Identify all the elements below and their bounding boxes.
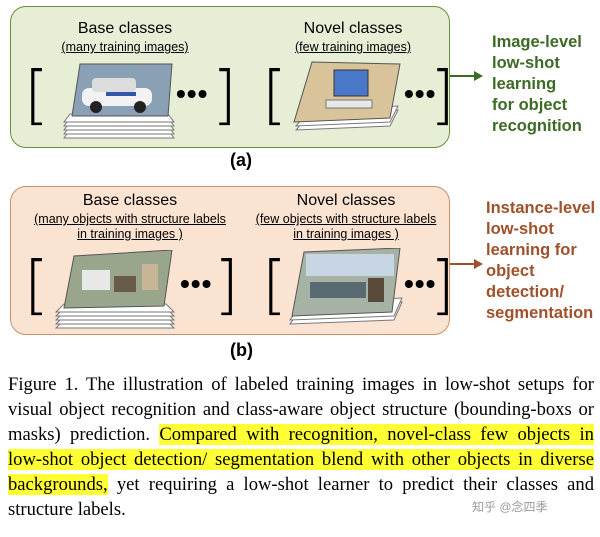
right-bracket-a: ]	[212, 59, 237, 133]
novel-image-stack-a	[293, 61, 401, 131]
label-a: (a)	[230, 150, 252, 170]
right-bracket-a2: ]	[430, 59, 455, 133]
panel-a-base-title: Base classes	[77, 20, 173, 37]
arrow-b	[450, 259, 483, 269]
panel-b-novel-title: Novel classes	[296, 192, 396, 209]
panel-a-novel-title: Novel classes	[303, 20, 403, 37]
caption-text-1: Figure 1. The illustration of labeled tr…	[8, 374, 594, 445]
right-bracket-b: ]	[214, 249, 239, 323]
panel-b-base-subtitle-2: in training images )	[77, 227, 183, 241]
panel-a-base-subtitle: (many training images)	[61, 40, 189, 54]
left-bracket-b2: [	[262, 249, 287, 323]
panel-b-base-title: Base classes	[82, 192, 178, 209]
left-bracket-a2: [	[262, 59, 287, 133]
panel-b-novel-subtitle-2: in training images )	[293, 227, 399, 241]
ellipsis-a2: •••	[404, 78, 437, 109]
base-image-stack-b	[54, 250, 176, 329]
watermark: 知乎 @念四季	[472, 500, 548, 514]
caption-text-2: yet requiring a low-shot learner to pred…	[8, 474, 594, 520]
panel-b-base-subtitle-1: (many objects with structure labels	[34, 212, 226, 226]
panel-a-side-label: Image-level low-shot learning for object…	[492, 33, 582, 135]
novel-image-stack-b	[288, 248, 403, 325]
panel-b-novel-subtitle-1: (few objects with structure labels	[255, 212, 437, 226]
label-b: (b)	[230, 340, 253, 360]
base-image-stack-a	[63, 63, 175, 139]
ellipsis-a1: •••	[176, 78, 209, 109]
panel-a-novel-subtitle: (few training images)	[294, 40, 411, 54]
left-bracket-b: [	[24, 249, 49, 323]
figure-caption: Figure 1. The illustration of labeled tr…	[8, 372, 594, 522]
arrow-a	[450, 71, 483, 81]
ellipsis-b1: •••	[180, 268, 213, 299]
panel-b-side-label: Instance-level low-shot learning for obj…	[486, 199, 596, 322]
ellipsis-b2: •••	[404, 268, 437, 299]
left-bracket-a: [	[24, 59, 49, 133]
